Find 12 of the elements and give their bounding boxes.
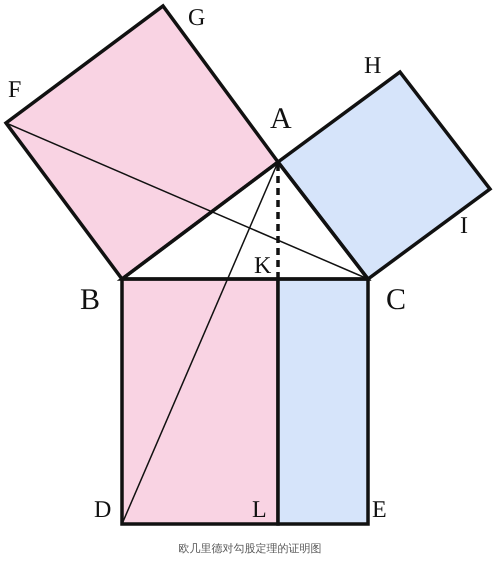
point-label: A [270, 104, 292, 134]
caption: 欧几里德对勾股定理的证明图 [178, 541, 322, 556]
point-label: F [8, 78, 22, 102]
point-label: E [372, 498, 387, 522]
point-label: K [254, 254, 272, 278]
point-label: C [386, 285, 406, 315]
point-label: I [460, 214, 468, 238]
point-label: B [80, 285, 100, 315]
point-label: D [94, 498, 112, 522]
point-label: G [188, 6, 206, 30]
point-label: L [252, 498, 267, 522]
point-label: H [364, 54, 382, 78]
